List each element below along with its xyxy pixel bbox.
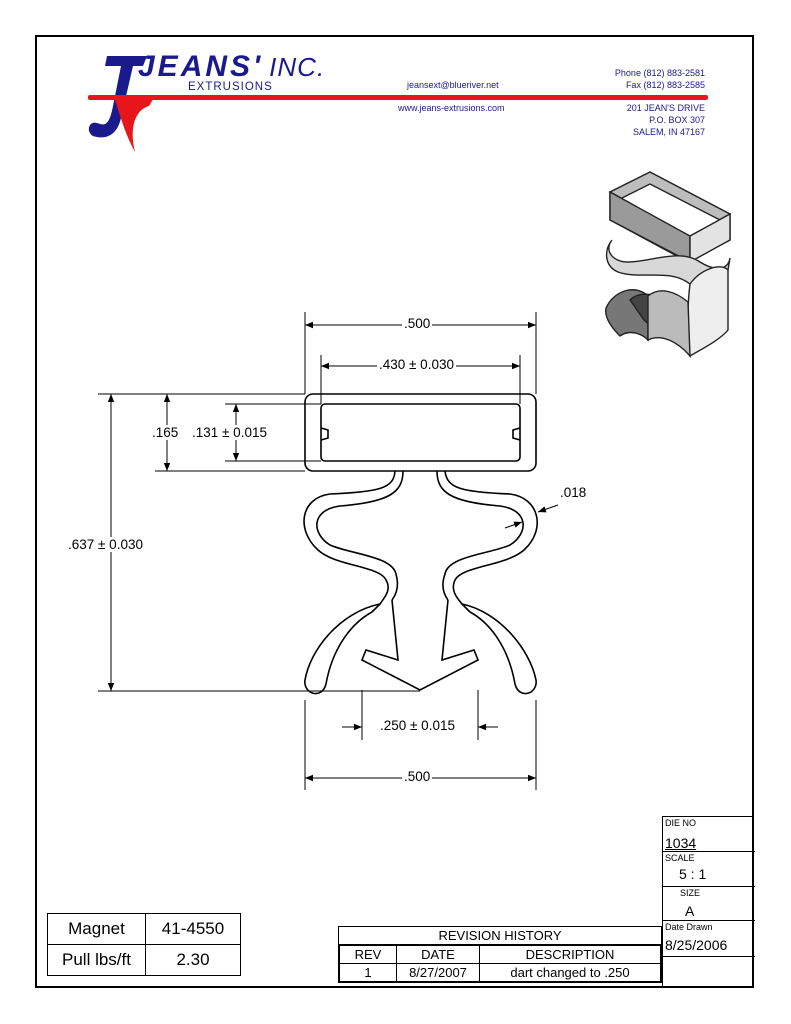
company-address-1: 201 JEAN'S DRIVE bbox=[626, 103, 705, 113]
brand-inc: INC. bbox=[269, 52, 326, 82]
title-block: DIE NO 1034 SCALE 5 : 1 SIZE A Date Draw… bbox=[662, 816, 755, 988]
brand-division: EXTRUSIONS bbox=[188, 81, 273, 93]
rev-header: REV bbox=[339, 945, 397, 964]
scale-label: SCALE bbox=[665, 853, 695, 863]
revision-history-title: REVISION HISTORY bbox=[339, 927, 661, 945]
drawing-frame bbox=[35, 35, 754, 988]
dim-overall-height: .637 ± 0.030 bbox=[66, 537, 145, 552]
magnet-value: 41-4550 bbox=[145, 913, 241, 945]
description-cell: dart changed to .250 bbox=[479, 963, 661, 982]
company-name: JEANS'INC. bbox=[138, 50, 325, 84]
dim-height-131: .131 ± 0.015 bbox=[190, 425, 269, 440]
description-header: DESCRIPTION bbox=[479, 945, 661, 964]
die-no-cell: DIE NO 1034 bbox=[663, 817, 755, 852]
revision-header-row: REV DATE DESCRIPTION bbox=[339, 945, 661, 964]
size-cell: SIZE A bbox=[663, 887, 755, 921]
brand-name: JEANS' bbox=[138, 50, 264, 83]
size-value: A bbox=[685, 903, 695, 919]
profile-outline bbox=[303, 393, 539, 695]
dim-height-165: .165 bbox=[150, 425, 181, 440]
company-email[interactable]: jeansext@blueriver.net bbox=[407, 80, 499, 90]
company-address-2: P.O. BOX 307 bbox=[649, 115, 705, 125]
dim-inner-width: .430 ± 0.030 bbox=[377, 357, 456, 372]
company-phone: Phone (812) 883-2581 bbox=[614, 68, 705, 78]
dim-top-width: .500 bbox=[402, 316, 433, 331]
table-row: Magnet 41-4550 bbox=[47, 913, 241, 945]
dim-wall-thickness: .018 bbox=[558, 485, 589, 500]
company-website[interactable]: www.jeans-extrusions.com bbox=[398, 103, 505, 113]
isometric-view bbox=[605, 171, 732, 358]
rev-cell: 1 bbox=[339, 963, 397, 982]
date-cell: 8/27/2007 bbox=[396, 963, 480, 982]
date-drawn-value: 8/25/2006 bbox=[665, 937, 728, 953]
pull-value: 2.30 bbox=[145, 944, 241, 976]
magnet-table: Magnet 41-4550 Pull lbs/ft 2.30 bbox=[47, 913, 241, 976]
revision-history: REVISION HISTORY REV DATE DESCRIPTION 1 … bbox=[338, 926, 662, 983]
magnet-label: Magnet bbox=[47, 913, 146, 945]
size-label: SIZE bbox=[680, 888, 701, 898]
table-row: Pull lbs/ft 2.30 bbox=[47, 944, 241, 976]
dim-dart-width: .250 ± 0.015 bbox=[378, 718, 457, 733]
date-drawn-label: Date Drawn bbox=[665, 922, 713, 932]
table-row: 1 8/27/2007 dart changed to .250 bbox=[339, 963, 661, 982]
scale-value: 5 : 1 bbox=[679, 866, 707, 882]
date-header: DATE bbox=[396, 945, 480, 964]
header-red-rule bbox=[88, 95, 708, 100]
company-fax: Fax (812) 883-2585 bbox=[625, 80, 705, 90]
pull-label: Pull lbs/ft bbox=[47, 944, 146, 976]
scale-cell: SCALE 5 : 1 bbox=[663, 852, 755, 887]
date-drawn-cell: Date Drawn 8/25/2006 bbox=[663, 921, 755, 957]
die-no-label: DIE NO bbox=[665, 818, 697, 828]
die-no-value: 1034 bbox=[665, 835, 697, 851]
company-address-3: SALEM, IN 47167 bbox=[632, 127, 705, 137]
dim-bottom-width: .500 bbox=[402, 769, 433, 784]
